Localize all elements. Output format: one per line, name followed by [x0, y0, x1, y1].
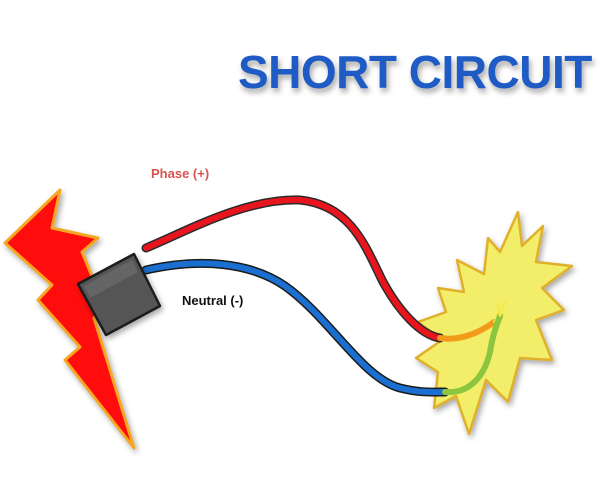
neutral-wire-strands [496, 301, 506, 317]
phase-wire [141, 195, 445, 343]
diagram-title: SHORT CIRCUIT [238, 46, 592, 98]
lightning-bolt-icon [3, 188, 136, 450]
phase-wire-tip [437, 319, 497, 342]
plug-connector-icon [76, 252, 162, 337]
neutral-wire [141, 258, 450, 397]
neutral-wire-tip [442, 313, 503, 396]
neutral-wire-label: Neutral (-) [182, 293, 244, 308]
phase-wire-label: Phase (+) [151, 166, 210, 181]
